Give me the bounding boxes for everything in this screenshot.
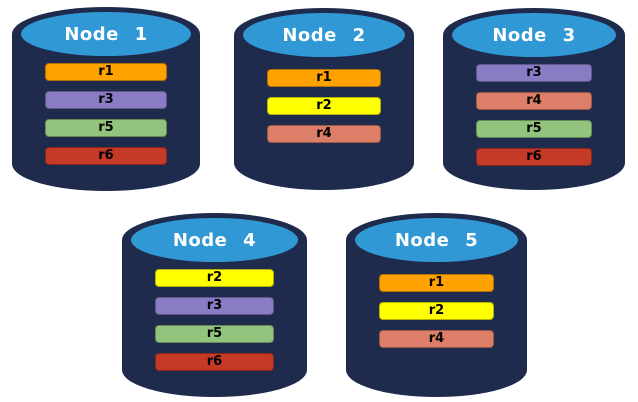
node-4-cylinder: Node 4 r2 r3 r5 r6 xyxy=(122,213,307,397)
replica-bar-r2: r2 xyxy=(155,269,274,287)
replica-bar-r1: r1 xyxy=(45,63,167,81)
replica-list: r3 r4 r5 r6 xyxy=(476,64,592,166)
replica-bar-r3: r3 xyxy=(45,91,167,109)
replica-bar-r4: r4 xyxy=(267,125,381,143)
replica-label: r4 xyxy=(428,331,445,346)
replica-bar-r1: r1 xyxy=(379,274,494,292)
replica-bar-r2: r2 xyxy=(267,97,381,115)
node-label: Node 3 xyxy=(492,24,576,46)
node-2-cylinder: Node 2 r1 r2 r4 xyxy=(234,8,414,190)
replica-label: r3 xyxy=(526,65,542,80)
replica-bar-r3: r3 xyxy=(155,297,274,315)
node-label: Node 2 xyxy=(282,24,366,46)
replica-label: r2 xyxy=(428,303,445,318)
replica-list: r1 r2 r4 xyxy=(267,69,381,143)
replica-bar-r5: r5 xyxy=(476,120,592,138)
cylinder-top-face: Node 2 xyxy=(243,13,405,57)
cylinder-top-face: Node 1 xyxy=(21,12,191,56)
cylinder-top-face: Node 5 xyxy=(355,218,518,262)
replica-bar-r5: r5 xyxy=(45,119,167,137)
replica-label: r3 xyxy=(206,298,223,313)
replica-list: r2 r3 r5 r6 xyxy=(155,269,274,371)
replica-bar-r4: r4 xyxy=(476,92,592,110)
replica-bar-r3: r3 xyxy=(476,64,592,82)
node-label: Node 4 xyxy=(172,229,257,251)
cylinder-top-face: Node 4 xyxy=(131,218,298,262)
replica-label: r6 xyxy=(98,148,114,163)
replica-label: r5 xyxy=(526,121,542,136)
replica-label: r2 xyxy=(316,98,332,113)
node-5-cylinder: Node 5 r1 r2 r4 xyxy=(346,213,527,397)
replica-label: r3 xyxy=(98,92,114,107)
replica-bar-r6: r6 xyxy=(476,148,592,166)
cylinder-top-face: Node 3 xyxy=(452,13,616,57)
replica-label: r4 xyxy=(526,93,542,108)
replica-bar-r4: r4 xyxy=(379,330,494,348)
replica-label: r4 xyxy=(316,126,332,141)
replica-list: r1 r2 r4 xyxy=(379,274,494,348)
replica-label: r6 xyxy=(526,149,542,164)
replica-label: r5 xyxy=(206,326,223,341)
replica-bar-r6: r6 xyxy=(155,353,274,371)
node-label: Node 1 xyxy=(64,23,148,45)
replica-label: r1 xyxy=(98,64,114,79)
replica-bar-r1: r1 xyxy=(267,69,381,87)
node-label: Node 5 xyxy=(394,229,479,251)
replica-bar-r6: r6 xyxy=(45,147,167,165)
replica-bar-r2: r2 xyxy=(379,302,494,320)
replica-label: r6 xyxy=(206,354,223,369)
cylinder-bottom xyxy=(346,343,527,397)
replica-bar-r5: r5 xyxy=(155,325,274,343)
replica-label: r2 xyxy=(206,270,223,285)
replica-label: r5 xyxy=(98,120,114,135)
replica-list: r1 r3 r5 r6 xyxy=(45,63,167,165)
node-1-cylinder: Node 1 r1 r3 r5 r6 xyxy=(12,7,200,191)
replica-label: r1 xyxy=(428,275,445,290)
cylinder-bottom xyxy=(234,136,414,190)
replica-label: r1 xyxy=(316,70,332,85)
node-3-cylinder: Node 3 r3 r4 r5 r6 xyxy=(443,8,625,190)
